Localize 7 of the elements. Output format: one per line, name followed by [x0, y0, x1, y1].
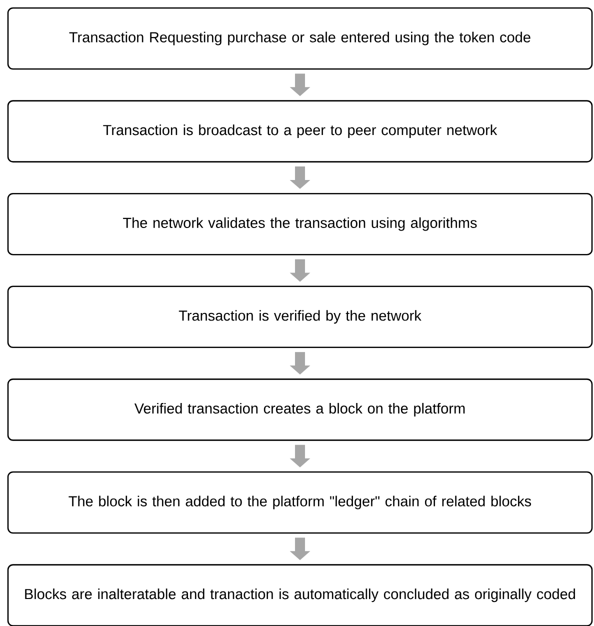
process-box: Blocks are inalteratable and tranaction is automatically concluded as originally coded: [7, 564, 593, 626]
process-box: Transaction Requesting purchase or sale entered using the token code: [7, 7, 593, 70]
process-box: Transaction is broadcast to a peer to peer computer network: [7, 100, 593, 162]
process-box: Verified transaction creates a block on the platform: [7, 378, 593, 441]
process-box: The network validates the transaction using algorithms: [7, 192, 593, 256]
process-box: The block is then added to the platform "ledger" chain of related blocks: [7, 471, 593, 534]
process-box: Transaction is verified by the network: [7, 286, 593, 348]
